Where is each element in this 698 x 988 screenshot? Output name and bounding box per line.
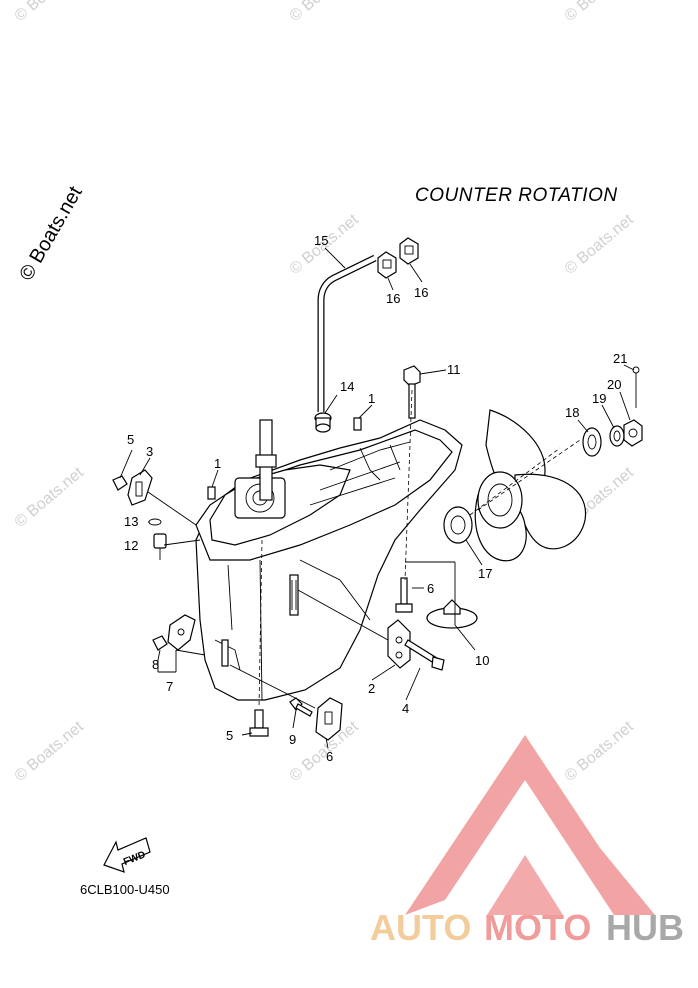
brand-logo: AUTO MOTO HUB [370,735,684,948]
part-screw-5-top [112,475,128,491]
watermark: © Boats.net [562,211,638,278]
watermark: © Boats.net [287,0,363,25]
part-anode-plate [426,599,478,629]
callout-9: 9 [289,732,296,747]
callout-14: 14 [340,379,354,394]
callout-6-bottom: 6 [326,749,333,764]
watermark: © Boats.net [12,464,88,531]
callout-19: 19 [592,391,606,406]
callout-15: 15 [314,233,328,248]
propeller [474,409,587,562]
callout-18: 18 [565,405,579,420]
callout-5-top: 5 [127,432,134,447]
callout-7: 7 [166,679,173,694]
callout-4: 4 [402,701,409,716]
diagram-code: 6CLB100-U450 [80,882,170,897]
callout-10: 10 [475,653,489,668]
callout-21: 21 [613,351,627,366]
part-grommet-16b [399,237,419,265]
brand-triangle-icon [405,735,655,915]
callout-1a: 1 [214,456,221,471]
part-thrust-washer [443,506,473,544]
watermark: © Boats.net [12,718,88,785]
corner-watermark: © Boats.net [15,182,87,284]
fwd-arrow-icon: FWD [103,837,151,873]
watermark: © Boats.net [562,0,638,25]
callout-6-top: 6 [427,581,434,596]
part-dowel-1a [207,486,216,500]
part-bolt-6 [395,577,413,613]
watermark: © Boats.net [12,0,88,25]
leader-lines [119,247,635,749]
part-bracket-3 [127,469,153,506]
part-screw-9 [289,697,313,717]
callout-16b: 16 [414,285,428,300]
part-bolt-11 [403,365,421,419]
part-bolt-8 [152,635,168,651]
part-cotter-pin [632,366,640,408]
watermark: © Boats.net [562,718,638,785]
diagram-title: COUNTER ROTATION [415,185,618,206]
part-washer [609,425,625,447]
part-fitting [153,533,167,560]
callout-2: 2 [368,681,375,696]
callout-3: 3 [146,444,153,459]
part-cover-6 [315,697,343,741]
brand-moto: MOTO [484,907,591,948]
callouts: 1 1 2 3 4 5 5 6 6 7 8 9 10 11 12 13 14 1… [124,233,627,764]
part-bolt-5-bottom [249,709,269,737]
callout-12: 12 [124,538,138,553]
lower-case-housing [195,419,463,701]
part-grommet-16a [377,251,397,279]
part-grommet [314,412,332,433]
part-dowel-1b [353,417,362,431]
part-spacer [582,427,602,457]
callout-17: 17 [478,566,492,581]
part-o-ring [148,518,162,526]
callout-11: 11 [447,362,461,377]
callout-20: 20 [607,377,621,392]
callout-16a: 16 [386,291,400,306]
part-bolt-4 [404,639,445,671]
callout-5-bottom: 5 [226,728,233,743]
part-trim-tab [387,619,411,669]
part-water-tube [317,254,377,412]
callout-13: 13 [124,514,138,529]
part-nut [623,419,643,447]
callout-1b: 1 [368,391,375,406]
callout-8: 8 [152,657,159,672]
brand-hub: HUB [606,907,684,948]
brand-auto: AUTO [370,907,471,948]
part-anode-7 [167,614,196,651]
